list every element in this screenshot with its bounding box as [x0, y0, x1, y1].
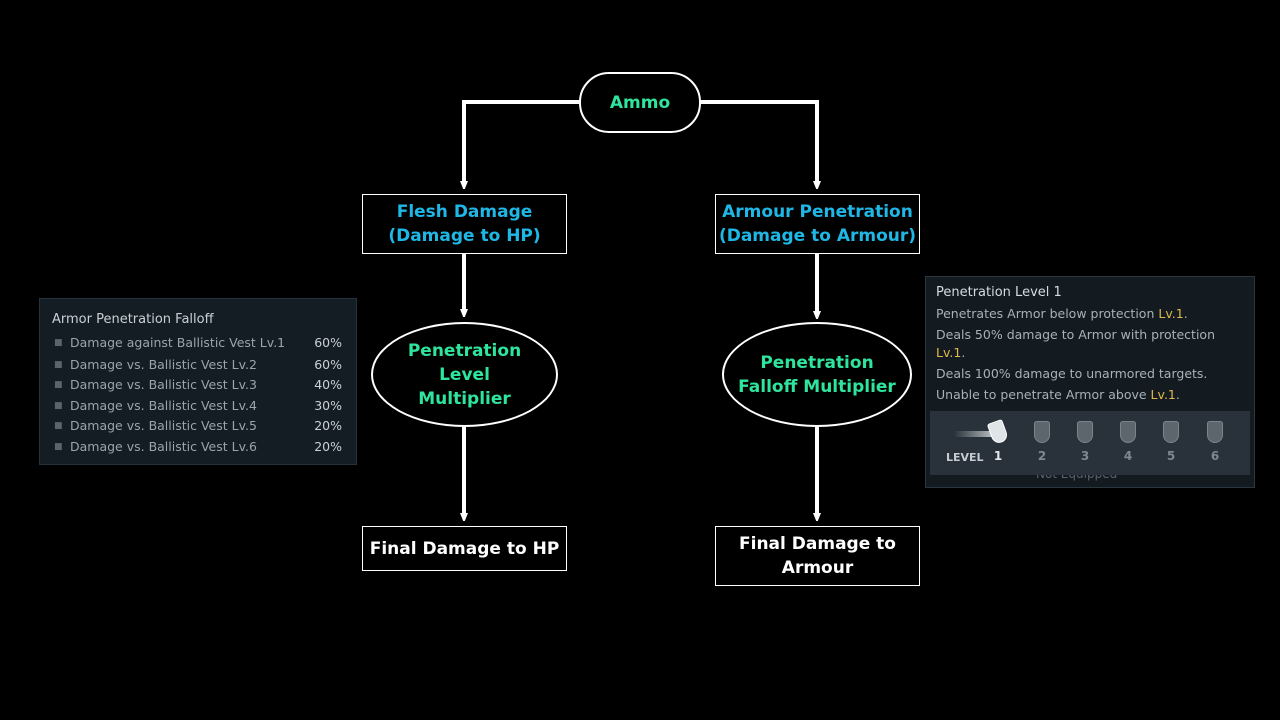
line-text: Deals 50% damage to Armor with protectio… [936, 327, 1215, 342]
level-number: 6 [1210, 449, 1220, 463]
shield-icon [1077, 421, 1093, 443]
penetration-line-3: Lv.1. [936, 345, 965, 360]
node-ammo: Ammo [579, 72, 701, 133]
falloff-row-label: Damage vs. Ballistic Vest Lv.2 [70, 357, 257, 372]
node-penetration-level-multiplier: Penetration Level Multiplier [371, 322, 558, 427]
node-ammo-label: Ammo [609, 92, 671, 113]
falloff-row-value: 60% [314, 357, 342, 372]
falloff-row: ■ Damage against Ballistic Vest Lv.1 60% [52, 335, 342, 355]
node-armour-penetration-label: Armour Penetration (Damage to Armour) [718, 202, 917, 246]
shield-icon [986, 418, 1010, 446]
falloff-row-value: 60% [314, 335, 342, 350]
bullet-icon: ■ [54, 360, 63, 370]
penetration-line-5: Unable to penetrate Armor above Lv.1. [936, 387, 1180, 402]
level-1: 1 [986, 418, 1010, 463]
falloff-row: ■ Damage vs. Ballistic Vest Lv.2 60% [52, 357, 342, 377]
line-text: . [961, 345, 966, 360]
node-flesh-damage: Flesh Damage (Damage to HP) [362, 194, 567, 254]
level-number: 5 [1166, 449, 1176, 463]
falloff-row: ■ Damage vs. Ballistic Vest Lv.4 30% [52, 398, 342, 418]
falloff-row-value: 30% [314, 398, 342, 413]
penetration-level-panel: Penetration Level 1 Penetrates Armor bel… [925, 276, 1255, 488]
penetration-line-1: Penetrates Armor below protection Lv.1. [936, 306, 1188, 321]
bullet-trail-icon [954, 431, 998, 437]
falloff-panel-title: Armor Penetration Falloff [52, 312, 214, 327]
arrow-ammo-to-armour [700, 100, 817, 186]
level-3: 3 [1074, 421, 1096, 463]
line-text: Unable to penetrate Armor above [936, 387, 1151, 402]
level-highlight: Lv.1 [1158, 306, 1184, 321]
falloff-row-value: 40% [314, 377, 342, 392]
level-highlight: Lv.1 [936, 345, 962, 360]
shield-icon [1207, 421, 1223, 443]
falloff-row-value: 20% [314, 418, 342, 433]
falloff-row-label: Damage vs. Ballistic Vest Lv.4 [70, 398, 257, 413]
arrow-ammo-to-flesh [464, 100, 580, 186]
falloff-row-label: Damage vs. Ballistic Vest Lv.6 [70, 439, 257, 454]
armor-penetration-falloff-panel: Armor Penetration Falloff ■ Damage again… [39, 298, 357, 465]
level-number: 1 [993, 449, 1003, 463]
node-armour-penetration: Armour Penetration (Damage to Armour) [715, 194, 920, 254]
bullet-icon: ■ [54, 442, 63, 452]
level-2: 2 [1031, 421, 1053, 463]
falloff-row: ■ Damage vs. Ballistic Vest Lv.3 40% [52, 377, 342, 397]
level-bar: LEVEL 1 2 3 4 5 6 [930, 411, 1250, 475]
level-highlight: Lv.1 [1150, 387, 1176, 402]
falloff-row-label: Damage against Ballistic Vest Lv.1 [70, 335, 286, 350]
falloff-row-value: 20% [314, 439, 342, 454]
shield-icon [1120, 421, 1136, 443]
line-text: Deals 100% damage to unarmored targets. [936, 366, 1208, 381]
falloff-row: ■ Damage vs. Ballistic Vest Lv.6 20% [52, 439, 342, 459]
penetration-line-2: Deals 50% damage to Armor with protectio… [936, 327, 1215, 342]
line-text: . [1175, 387, 1180, 402]
bullet-icon: ■ [54, 421, 63, 431]
falloff-row: ■ Damage vs. Ballistic Vest Lv.5 20% [52, 418, 342, 438]
falloff-row-label: Damage vs. Ballistic Vest Lv.3 [70, 377, 257, 392]
node-final-damage-hp-label: Final Damage to HP [369, 538, 560, 559]
shield-icon [1034, 421, 1050, 443]
line-text: Penetrates Armor below protection [936, 306, 1159, 321]
level-5: 5 [1160, 421, 1182, 463]
bullet-icon: ■ [54, 338, 63, 348]
level-number: 4 [1123, 449, 1133, 463]
falloff-row-label: Damage vs. Ballistic Vest Lv.5 [70, 418, 257, 433]
level-label: LEVEL [946, 451, 984, 464]
node-penetration-falloff-multiplier-label: Penetration Falloff Multiplier [738, 352, 896, 397]
level-6: 6 [1204, 421, 1226, 463]
penetration-panel-title: Penetration Level 1 [936, 285, 1062, 300]
node-penetration-level-multiplier-label: Penetration Level Multiplier [407, 340, 522, 409]
penetration-line-4: Deals 100% damage to unarmored targets. [936, 366, 1207, 381]
node-penetration-falloff-multiplier: Penetration Falloff Multiplier [722, 322, 912, 427]
level-4: 4 [1117, 421, 1139, 463]
node-final-damage-armour-label: Final Damage to Armour [739, 534, 896, 578]
line-text: . [1183, 306, 1188, 321]
bullet-icon: ■ [54, 380, 63, 390]
level-number: 2 [1037, 449, 1047, 463]
node-flesh-damage-label: Flesh Damage (Damage to HP) [388, 202, 541, 246]
level-number: 3 [1080, 449, 1090, 463]
node-final-damage-hp: Final Damage to HP [362, 526, 567, 571]
shield-icon [1163, 421, 1179, 443]
node-final-damage-armour: Final Damage to Armour [715, 526, 920, 586]
bullet-icon: ■ [54, 401, 63, 411]
